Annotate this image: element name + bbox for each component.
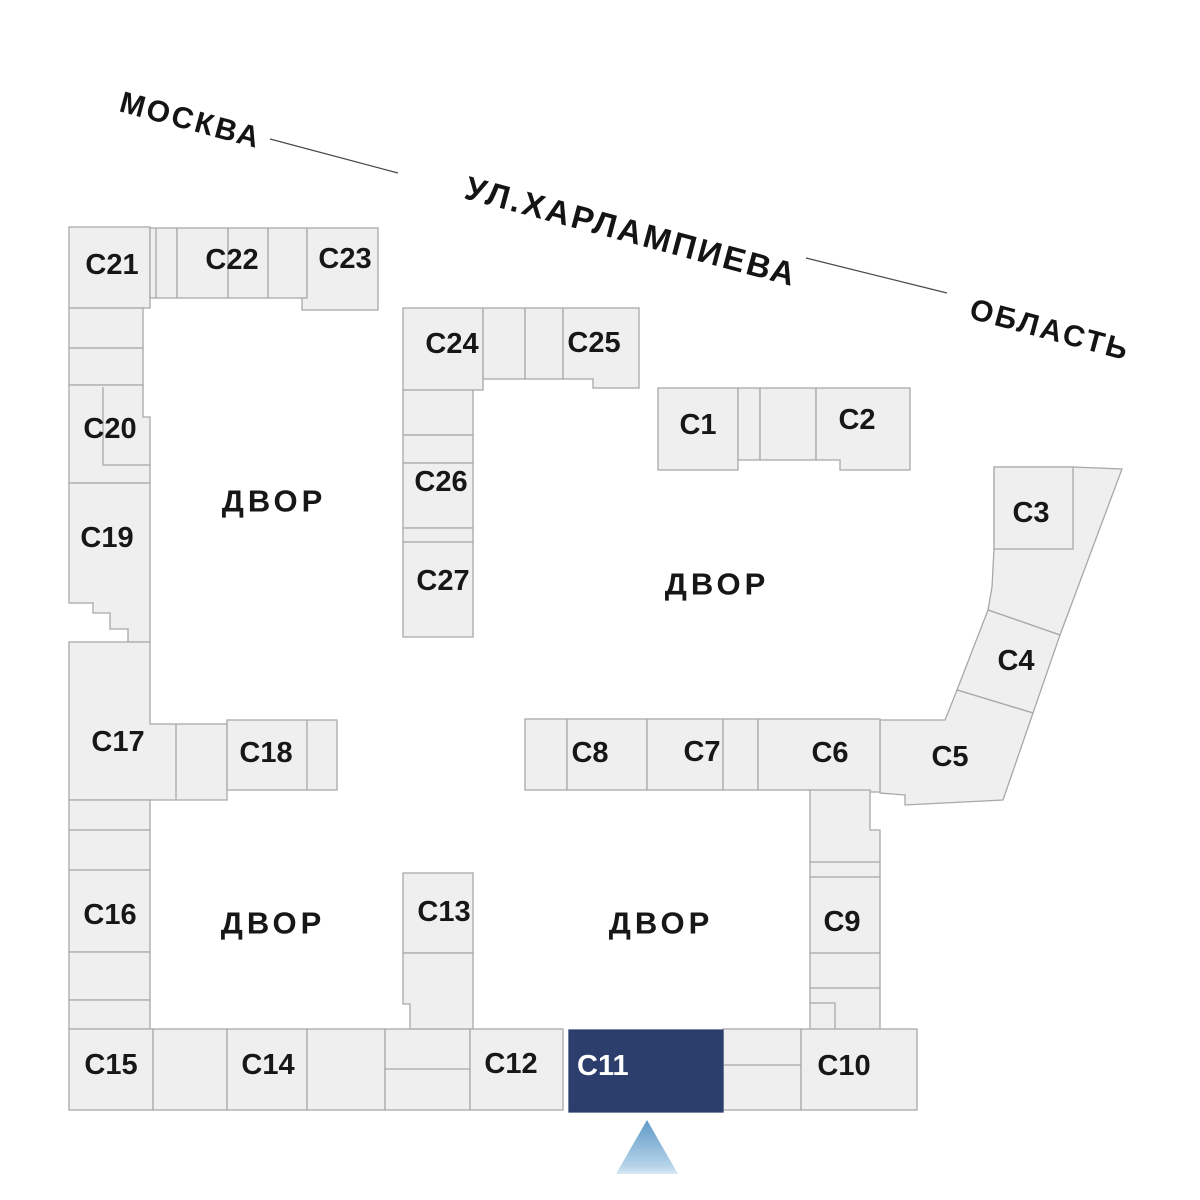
building-c13-label: С13 [417, 896, 470, 928]
building-c5-label: С5 [931, 741, 968, 773]
c9-strip [809, 789, 881, 1033]
building-c25-label: С25 [567, 327, 620, 359]
building-c10-shape[interactable] [800, 1028, 918, 1111]
building-c27-label: С27 [416, 565, 469, 597]
west-wing-dividers [102, 387, 308, 800]
building-c26-label: С26 [414, 466, 467, 498]
building-c22-label: С22 [205, 244, 258, 276]
building-c18-label: С18 [239, 737, 292, 769]
building-c18-shape[interactable] [226, 719, 338, 791]
building-c3-shape[interactable] [993, 466, 1074, 550]
street-line-right [805, 257, 948, 294]
building-segment [524, 307, 564, 380]
building-c1-label: С1 [679, 409, 716, 441]
courtyard-label-southwest: ДВОР [221, 906, 326, 941]
street-region-label: ОБЛАСТЬ [966, 293, 1133, 367]
building-segment [722, 1028, 802, 1111]
building-c20-label: С20 [83, 413, 136, 445]
building-c5-shape[interactable] [879, 689, 1034, 806]
east-strip [879, 466, 1123, 806]
street-city-label: МОСКВА [116, 86, 265, 155]
building-c17-label: С17 [91, 726, 144, 758]
building-segment [68, 799, 151, 831]
building-segment [68, 347, 144, 386]
building-c21-shape[interactable] [68, 226, 151, 309]
building-c17-shape[interactable] [68, 641, 228, 801]
building-c24-shape[interactable] [402, 307, 484, 391]
building-c14-label: С14 [241, 1049, 294, 1081]
building-c24-label: С24 [425, 328, 478, 360]
building-segment [68, 307, 144, 349]
south-row-dividers [385, 1064, 801, 1070]
building-segment [68, 829, 151, 871]
building-c12-label: С12 [484, 1048, 537, 1080]
building-segment [68, 951, 151, 1001]
street-line-left [269, 138, 399, 174]
building-segment [722, 718, 759, 791]
building-segment [402, 952, 474, 1030]
building-c15-label: С15 [84, 1049, 137, 1081]
building-c2-shape[interactable] [815, 387, 911, 471]
courtyard-label-northwest: ДВОР [222, 484, 327, 519]
building-c25-shape[interactable] [562, 307, 640, 389]
building-c9-label: С9 [823, 906, 860, 938]
building-c27-shape[interactable] [402, 541, 474, 638]
building-c8-label: С8 [571, 737, 608, 769]
building-segment [267, 227, 308, 299]
building-c11-label-selected: С11 [577, 1050, 629, 1082]
building-labels: С21 С22 С23 С20 С19 С17 С18 С16 С24 С25 … [80, 243, 1049, 1082]
building-segment [402, 527, 474, 543]
location-pointer-icon [616, 1120, 678, 1174]
building-c23-label: С23 [318, 243, 371, 275]
street-name-label: УЛ.ХАРЛАМПИЕВА [461, 169, 801, 293]
c9-strip-dividers [810, 861, 880, 1032]
building-segment [737, 387, 761, 461]
building-c23-shape[interactable] [301, 227, 379, 311]
building-c16-label: С16 [83, 899, 136, 931]
north-row [149, 227, 379, 311]
building-c21-label: С21 [85, 249, 138, 281]
building-segment [68, 999, 151, 1030]
building-segment [306, 1028, 386, 1111]
courtyard-label-southeast: ДВОР [609, 906, 714, 941]
building-segment [402, 434, 474, 464]
building-c19-label: С19 [80, 522, 133, 554]
building-segment [152, 1028, 228, 1111]
building-c3-label: С3 [1012, 497, 1049, 529]
building-c19-shape[interactable] [68, 482, 151, 643]
building-c11-shape-selected[interactable] [568, 1029, 724, 1113]
building-c12-shape[interactable] [469, 1028, 564, 1111]
building-segment [524, 718, 568, 791]
building-segment [482, 307, 526, 380]
building-c4-label: С4 [997, 645, 1034, 677]
building-segment [402, 389, 474, 436]
middle-row [524, 718, 881, 793]
building-c7-label: С7 [683, 736, 720, 768]
west-wing [68, 226, 338, 1030]
building-c1-shape[interactable] [657, 387, 739, 471]
building-segment [759, 387, 817, 461]
building-c6-label: С6 [811, 737, 848, 769]
courtyard-labels: ДВОР ДВОР ДВОР ДВОР [221, 484, 770, 941]
c1-c2-row [657, 387, 911, 471]
south-row [68, 872, 918, 1113]
building-c10-label: С10 [817, 1050, 870, 1082]
building-segment [149, 227, 178, 299]
courtyard-label-northeast: ДВОР [665, 567, 770, 602]
center-strip [402, 307, 640, 638]
building-c2-label: С2 [838, 404, 875, 436]
